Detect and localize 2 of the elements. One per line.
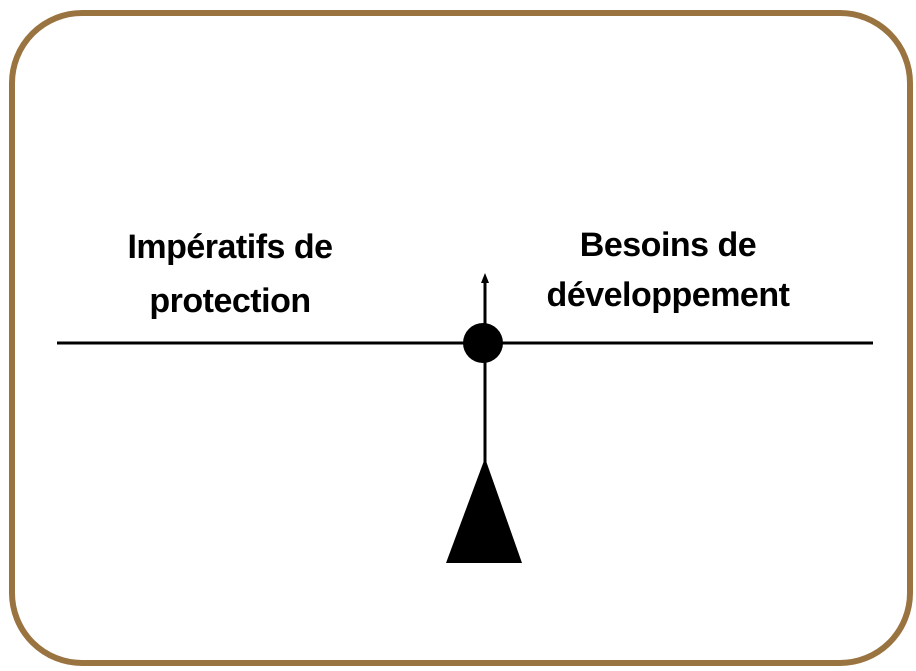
side-label: Impératifs de protection: [126, 227, 334, 322]
side-label: Besoins de développement: [546, 225, 790, 316]
